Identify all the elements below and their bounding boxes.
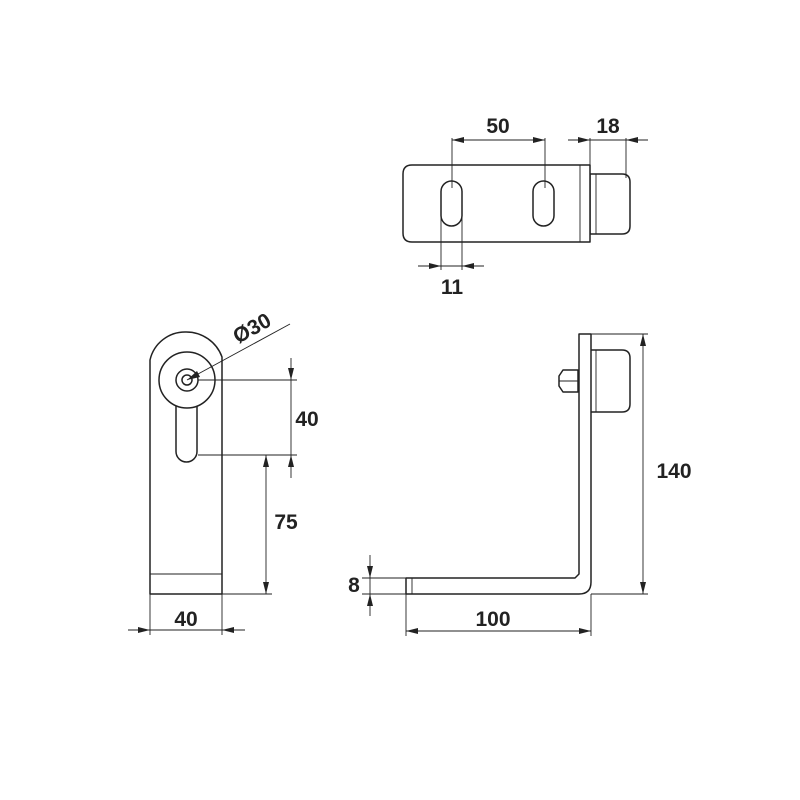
dim-label-base-length: 100: [475, 608, 510, 631]
dim-slot-to-base: 75: [222, 455, 298, 595]
dim-label-slot-length: 40: [295, 408, 318, 431]
dim-slot-width: 11: [418, 205, 484, 299]
side-view-roller: [589, 349, 631, 413]
top-view-slot-left: [440, 180, 463, 227]
dim-slot-spacing: 50: [451, 115, 546, 188]
dim-label-slot-to-base: 75: [274, 511, 298, 534]
dim-label-plate-width: 40: [174, 608, 197, 631]
top-view-slot-right: [532, 180, 555, 227]
dim-label-thickness: 8: [348, 574, 360, 597]
dim-plate-width: 40: [128, 594, 245, 635]
top-view-plate: [402, 164, 591, 243]
dim-height: 140: [591, 333, 692, 595]
dim-label-roller-width: 18: [596, 115, 620, 138]
dim-label-roller-diameter: Ø30: [229, 309, 275, 348]
dim-slot-length: 40: [198, 358, 319, 478]
front-view: Ø30 40 75 40: [128, 309, 319, 635]
top-view-roller: [589, 173, 631, 235]
dim-label-height: 140: [656, 460, 691, 483]
side-view: 140 100 8: [348, 333, 692, 636]
dim-thickness: 8: [348, 555, 406, 616]
dim-base-length: 100: [405, 594, 592, 636]
dim-label-slot-spacing: 50: [486, 115, 509, 138]
dim-roller-width: 18: [568, 115, 648, 178]
dim-label-slot-width: 11: [441, 276, 464, 299]
side-view-bracket: [405, 333, 592, 595]
top-view: 50 18 11: [402, 115, 648, 299]
